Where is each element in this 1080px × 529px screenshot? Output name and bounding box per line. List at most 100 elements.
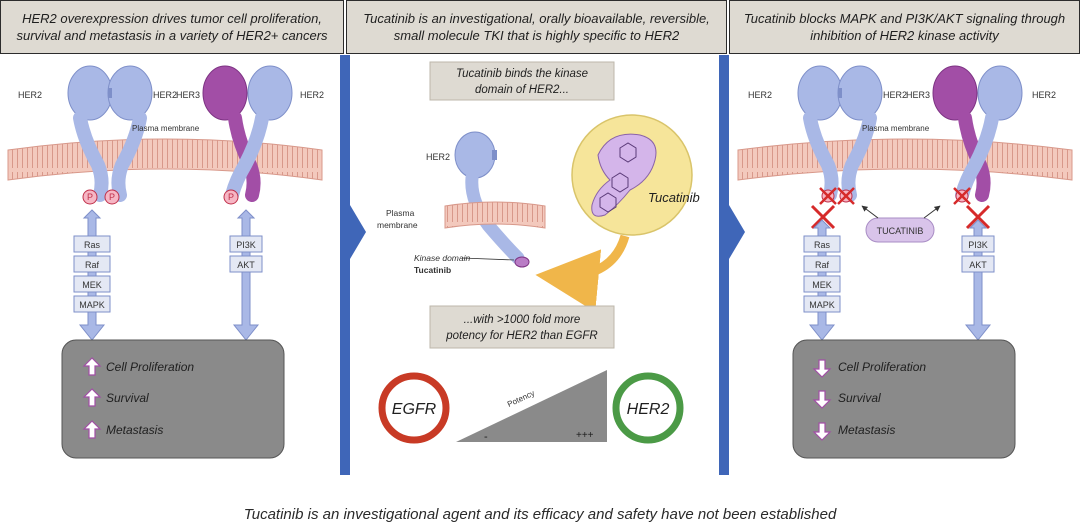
- receptor-label: HER2: [883, 90, 907, 100]
- her2-ring-label: HER2: [627, 401, 670, 418]
- callout-bottom-line1: ...with >1000 fold more: [464, 314, 581, 326]
- left-panel: HER2 HER2 HER3 HER2 Plasma membrane P P …: [7, 65, 324, 459]
- block-x-icon: [810, 204, 836, 230]
- phospho-marker: P: [82, 189, 98, 205]
- phospho-marker: P: [104, 189, 120, 205]
- pathway-item: PI3K: [236, 240, 256, 250]
- receptor-label: HER2: [1032, 90, 1056, 100]
- her2-receptor: [955, 65, 1023, 202]
- inhibit-arrow: [923, 205, 941, 219]
- divider-right: [719, 55, 729, 475]
- receptor-label: HER2: [426, 152, 450, 162]
- her2-receptor: [797, 65, 843, 202]
- up-arrow-icon: [82, 357, 102, 376]
- plasma-membrane: [737, 138, 1073, 181]
- pathway-item: AKT: [969, 260, 987, 270]
- outcome-label: Survival: [838, 391, 881, 405]
- callout-top-line1: Tucatinib binds the kinase: [456, 68, 588, 80]
- phospho-marker: P: [223, 189, 239, 205]
- pathway-item: Ras: [84, 240, 101, 250]
- block-x-icon: [953, 187, 971, 205]
- phospho-label: P: [228, 192, 234, 202]
- outcome-row: Metastasis: [82, 420, 163, 439]
- phospho-label: P: [109, 192, 115, 202]
- her2-receptor: [837, 65, 883, 202]
- pi3k-pathway: PI3K AKT: [961, 235, 995, 273]
- block-x-icon: [837, 187, 855, 205]
- tucatinib-small-label: Tucatinib: [414, 265, 451, 275]
- up-arrow-icon: [82, 388, 102, 407]
- header-left-line1: HER2 overexpression drives tumor cell pr…: [22, 11, 322, 26]
- receptor-label: HER2: [153, 90, 177, 100]
- membrane-label: Plasma: [386, 208, 415, 218]
- her2-ring: [612, 372, 684, 444]
- receptor-label: HER2: [748, 90, 772, 100]
- outcome-row: Cell Proliferation: [812, 359, 926, 378]
- header-middle: Tucatinib is an investigational, orally …: [346, 0, 727, 54]
- outcome-row: Metastasis: [812, 422, 895, 441]
- middle-panel: Tucatinib binds the kinase domain of HER…: [377, 61, 700, 444]
- membrane-label: Plasma membrane: [862, 124, 930, 133]
- callout-bottom: [429, 305, 615, 349]
- membrane-label: Plasma membrane: [132, 124, 200, 133]
- pathway-item: MEK: [82, 280, 102, 290]
- pathway-item: MAPK: [809, 300, 835, 310]
- block-x-icon: [819, 187, 837, 205]
- pi3k-arrow: [964, 219, 992, 341]
- receptor-label: HER2: [18, 90, 42, 100]
- header-left: HER2 overexpression drives tumor cell pr…: [0, 0, 344, 54]
- receptor-label: HER3: [176, 90, 200, 100]
- pathway-item: Ras: [814, 240, 831, 250]
- down-arrow-icon: [812, 390, 832, 409]
- mapk-pathway: Ras Raf MEK MAPK: [803, 235, 841, 313]
- header-middle-line1: Tucatinib is an investigational, orally …: [363, 11, 710, 26]
- kinase-label: Kinase domain: [414, 253, 471, 263]
- right-panel: HER2 HER2 HER3 HER2 Plasma membrane TUCA…: [737, 65, 1073, 459]
- pi3k-arrow: [232, 209, 260, 341]
- outcome-box: [792, 339, 1016, 459]
- header-right: Tucatinib blocks MAPK and PI3K/AKT signa…: [729, 0, 1080, 54]
- receptor-label: HER2: [300, 90, 324, 100]
- mapk-pathway: Ras Raf MEK MAPK: [73, 235, 111, 313]
- outcome-label: Metastasis: [106, 423, 163, 437]
- tucatinib-molecule-icon: [591, 133, 657, 217]
- pathway-item: Raf: [85, 260, 100, 270]
- outcome-row: Survival: [82, 388, 149, 407]
- outcome-label: Metastasis: [838, 423, 895, 437]
- her2-receptor: [225, 65, 293, 202]
- her2-receptor: [454, 131, 525, 265]
- binding-arrow: [535, 234, 630, 313]
- potency-label: Potency: [506, 389, 536, 409]
- pathway-item: AKT: [237, 260, 255, 270]
- kinase-domain: [514, 256, 530, 268]
- outcome-label: Cell Proliferation: [838, 360, 926, 374]
- divider-right-chevron: [729, 205, 745, 259]
- outcome-label: Cell Proliferation: [106, 360, 194, 374]
- header-middle-line2: small molecule TKI that is highly specif…: [393, 28, 680, 43]
- receptor-label: HER3: [906, 90, 930, 100]
- mapk-arrow: [78, 209, 106, 341]
- phospho-label: P: [87, 192, 93, 202]
- callout-bottom-line2: potency for HER2 than EGFR: [445, 330, 597, 342]
- potency-high: +++: [576, 430, 594, 441]
- pathway-item: Raf: [815, 260, 830, 270]
- callout-top-line2: domain of HER2...: [475, 84, 569, 96]
- down-arrow-icon: [812, 422, 832, 441]
- pathway-item: PI3K: [968, 240, 988, 250]
- footer-disclaimer: Tucatinib is an investigational agent an…: [243, 506, 837, 523]
- block-x-icon: [965, 204, 991, 230]
- outcome-label: Survival: [106, 391, 149, 405]
- plasma-membrane: [444, 201, 546, 229]
- plasma-membrane: [7, 138, 323, 181]
- tucatinib-big-label: Tucatinib: [648, 190, 700, 205]
- divider-left: [340, 55, 350, 475]
- header-right-line1: Tucatinib blocks MAPK and PI3K/AKT signa…: [743, 11, 1066, 26]
- pi3k-pathway: PI3K AKT: [229, 235, 263, 273]
- egfr-label: EGFR: [392, 401, 437, 418]
- header-right-line2: inhibition of HER2 kinase activity: [810, 28, 999, 43]
- outcome-box: [61, 339, 285, 459]
- header-left-line2: survival and metastasis in a variety of …: [16, 28, 328, 43]
- inhibit-arrow: [861, 205, 879, 219]
- up-arrow-icon: [82, 420, 102, 439]
